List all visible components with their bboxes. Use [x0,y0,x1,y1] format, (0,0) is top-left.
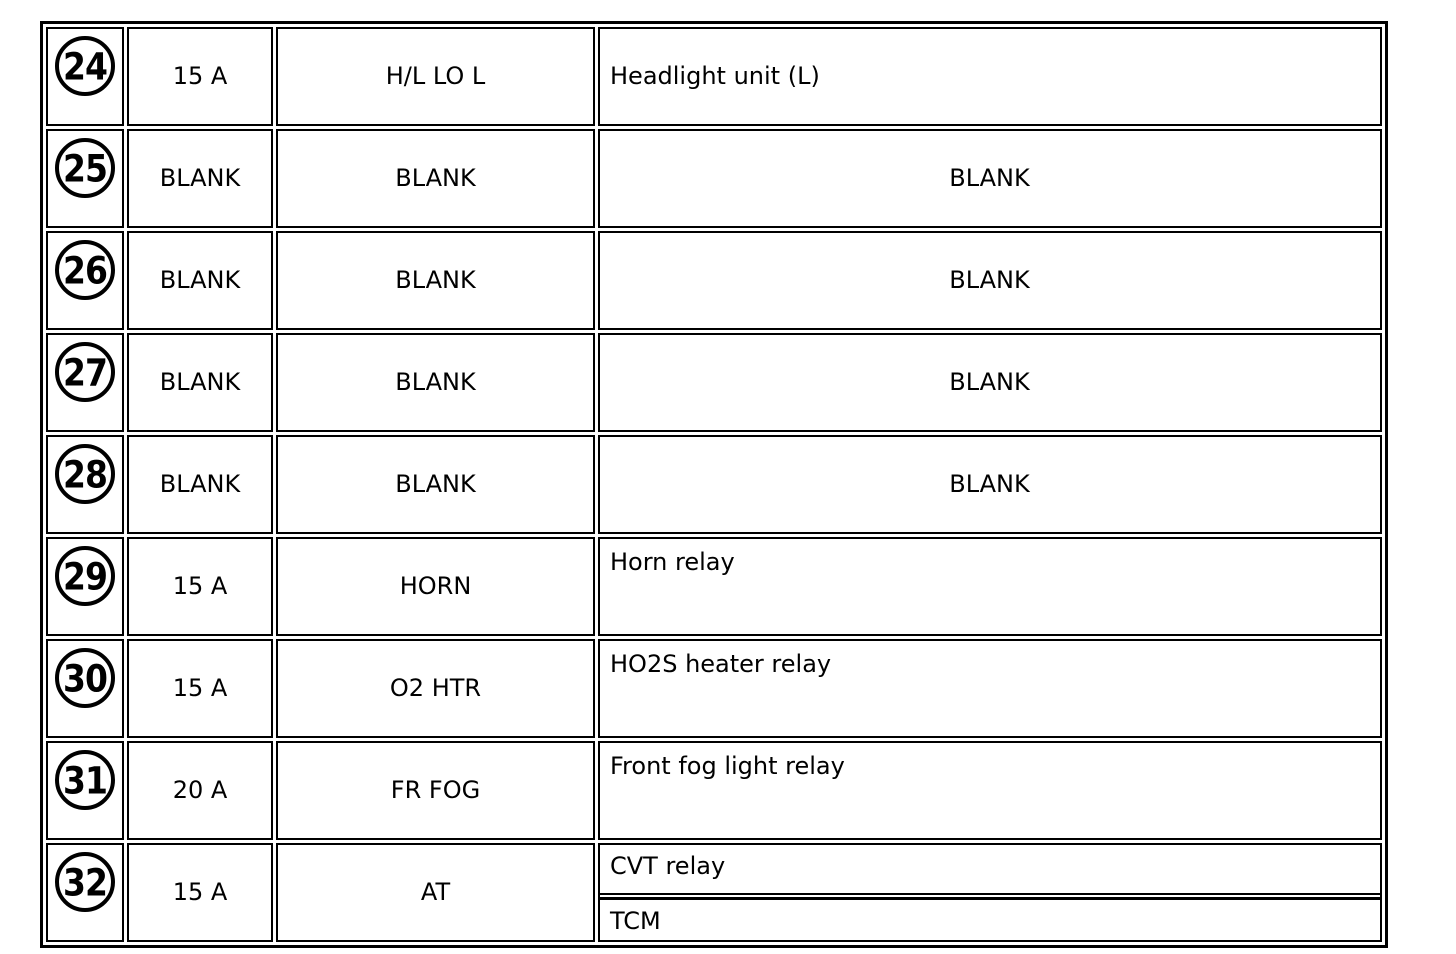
circled-number-icon: 28 [55,444,115,504]
amperage-cell: BLANK [127,129,273,228]
fuse-row-31: 31 20 A FR FOG Front fog light relay [46,741,1382,840]
fuse-number: 24 [63,44,108,88]
amperage-cell: 15 A [127,843,273,942]
description-sub-cell: TCM [610,907,661,935]
amperage-cell: BLANK [127,231,273,330]
fuse-name-cell: BLANK [276,333,595,432]
fuse-row-32: 32 15 A AT CVT relay TCM [46,843,1382,942]
fuse-number-cell: 28 [46,435,124,534]
fuse-number-cell: 26 [46,231,124,330]
description-sub-cell: CVT relay [610,852,726,880]
amperage-cell: BLANK [127,333,273,432]
fuse-name-cell: FR FOG [276,741,595,840]
fuse-name-cell: H/L LO L [276,27,595,126]
fuse-number: 31 [63,758,108,802]
description-cell: BLANK [598,129,1382,228]
fuse-name-cell: HORN [276,537,595,636]
fuse-number-cell: 30 [46,639,124,738]
amperage-cell: 15 A [127,27,273,126]
fuse-number-cell: 25 [46,129,124,228]
circled-number-icon: 30 [55,648,115,708]
fuse-row-26: 26 BLANK BLANK BLANK [46,231,1382,330]
circled-number-icon: 31 [55,750,115,810]
description-cell: BLANK [598,333,1382,432]
circled-number-icon: 29 [55,546,115,606]
fuse-number: 30 [63,656,108,700]
fuse-name-cell: O2 HTR [276,639,595,738]
description-cell: CVT relay TCM [598,843,1382,942]
circled-number-icon: 27 [55,342,115,402]
fuse-row-27: 27 BLANK BLANK BLANK [46,333,1382,432]
amperage-cell: 20 A [127,741,273,840]
fuse-row-29: 29 15 A HORN Horn relay [46,537,1382,636]
description-cell: BLANK [598,435,1382,534]
amperage-cell: 15 A [127,537,273,636]
fuse-number: 28 [63,452,108,496]
circled-number-icon: 24 [55,36,115,96]
fuse-row-28: 28 BLANK BLANK BLANK [46,435,1382,534]
fuse-number-cell: 29 [46,537,124,636]
fuse-number: 29 [63,554,108,598]
fuse-name-cell: BLANK [276,231,595,330]
circled-number-icon: 26 [55,240,115,300]
fuse-row-30: 30 15 A O2 HTR HO2S heater relay [46,639,1382,738]
fuse-name-cell: BLANK [276,435,595,534]
amperage-cell: 15 A [127,639,273,738]
description-cell: Horn relay [598,537,1382,636]
cell-divider [600,893,1380,900]
fuse-row-25: 25 BLANK BLANK BLANK [46,129,1382,228]
description-cell: HO2S heater relay [598,639,1382,738]
fuse-number-cell: 27 [46,333,124,432]
fuse-number: 27 [63,350,108,394]
fuse-number-cell: 32 [46,843,124,942]
fuse-number: 32 [63,860,108,904]
amperage-cell: BLANK [127,435,273,534]
description-cell: Front fog light relay [598,741,1382,840]
fuse-number: 26 [63,248,108,292]
fuse-table: 24 15 A H/L LO L Headlight unit (L) 25 B… [40,21,1388,948]
fuse-table-sheet: 24 15 A H/L LO L Headlight unit (L) 25 B… [40,21,1388,948]
fuse-number-cell: 31 [46,741,124,840]
circled-number-icon: 25 [55,138,115,198]
fuse-row-24: 24 15 A H/L LO L Headlight unit (L) [46,27,1382,126]
circled-number-icon: 32 [55,852,115,912]
fuse-name-cell: AT [276,843,595,942]
description-cell: BLANK [598,231,1382,330]
description-cell: Headlight unit (L) [598,27,1382,126]
fuse-number-cell: 24 [46,27,124,126]
fuse-name-cell: BLANK [276,129,595,228]
fuse-number: 25 [63,146,108,190]
